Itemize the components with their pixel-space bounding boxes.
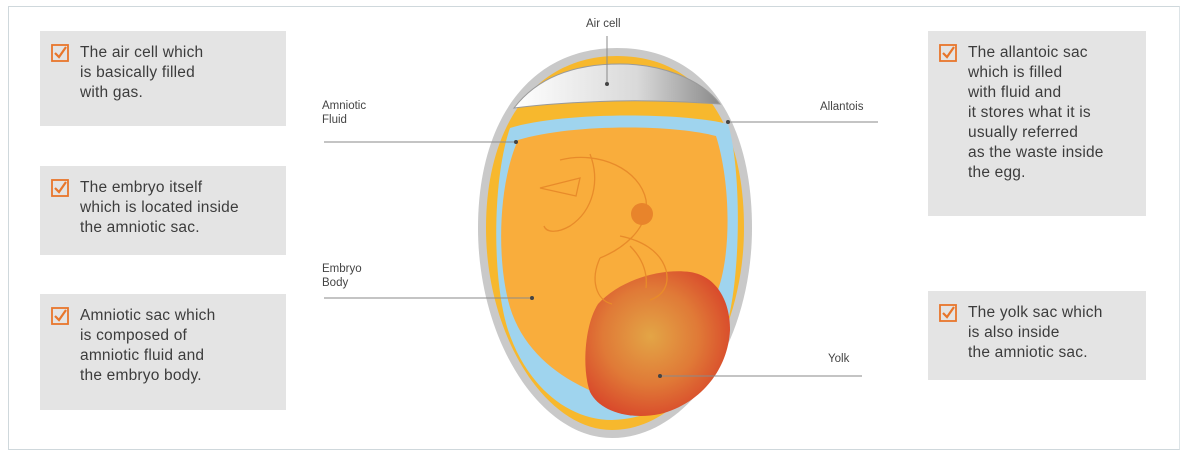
embryo-eye [631,203,653,225]
allantois-label: Allantois [820,100,863,114]
air-cell-label: Air cell [586,17,621,31]
embryo-body-label: Embryo Body [322,262,362,290]
yolk-label: Yolk [828,352,849,366]
amniotic-fluid-label: Amniotic Fluid [322,99,366,127]
